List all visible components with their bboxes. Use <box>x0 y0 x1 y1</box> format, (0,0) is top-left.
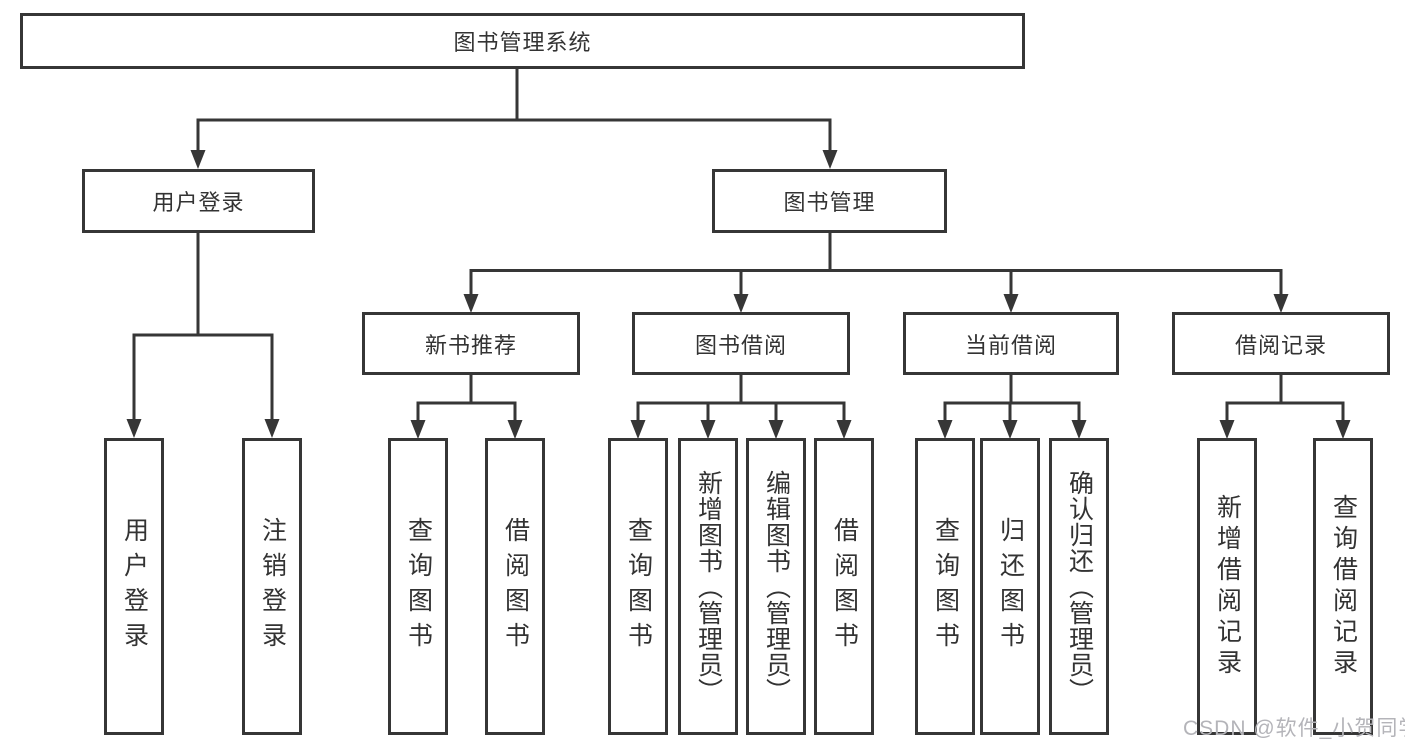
leaf-add-borrow-record: 新增借阅记录 <box>1197 438 1257 735</box>
node-borrowing-records-label: 借阅记录 <box>1234 332 1327 358</box>
node-user-login: 用户登录 <box>82 169 315 233</box>
leaf-add-books-admin: 新增图书（管理员） <box>678 438 738 735</box>
leaf-add-borrow-record-label: 新增借阅记录 <box>1213 493 1242 680</box>
connector-user-login-children <box>126 233 280 438</box>
leaf-borrow-books-2: 借阅图书 <box>814 438 874 735</box>
node-current-borrowing-label: 当前借阅 <box>964 332 1057 358</box>
leaf-edit-books-admin-label: 编辑图书（管理员） <box>762 469 791 704</box>
node-book-borrowing: 图书借阅 <box>632 312 850 375</box>
leaf-user-login: 用户登录 <box>104 438 164 735</box>
node-new-book-recommendation-label: 新书推荐 <box>424 332 517 358</box>
leaf-query-books-3: 查询图书 <box>915 438 975 735</box>
connector-book-borrowing-children <box>630 375 852 439</box>
connector-root-to-level2 <box>190 68 838 169</box>
watermark-text: CSDN @软件_小贺同学 <box>1183 717 1405 740</box>
connector-current-borrowing-children <box>937 375 1087 439</box>
leaf-query-borrow-record-label: 查询借阅记录 <box>1329 493 1358 680</box>
node-new-book-recommendation: 新书推荐 <box>362 312 580 375</box>
leaf-logout-label: 注销登录 <box>258 516 287 657</box>
leaf-return-books: 归还图书 <box>980 438 1040 735</box>
leaf-query-books-3-label: 查询图书 <box>931 516 960 657</box>
leaf-confirm-return-admin: 确认归还（管理员） <box>1049 438 1109 735</box>
leaf-edit-books-admin: 编辑图书（管理员） <box>746 438 806 735</box>
leaf-return-books-label: 归还图书 <box>996 516 1025 657</box>
node-root-label: 图书管理系统 <box>453 30 592 55</box>
leaf-query-books-1-label: 查询图书 <box>404 516 433 657</box>
node-root: 图书管理系统 <box>20 13 1025 69</box>
connector-borrowing-records-children <box>1219 375 1351 439</box>
leaf-query-books-1: 查询图书 <box>388 438 448 735</box>
leaf-logout: 注销登录 <box>242 438 302 735</box>
leaf-query-books-2: 查询图书 <box>608 438 668 735</box>
leaf-query-books-2-label: 查询图书 <box>624 516 653 657</box>
connector-new-books-children <box>410 375 523 439</box>
leaf-add-books-admin-label: 新增图书（管理员） <box>694 469 723 704</box>
node-book-management: 图书管理 <box>712 169 947 233</box>
node-current-borrowing: 当前借阅 <box>903 312 1119 375</box>
node-book-borrowing-label: 图书借阅 <box>694 332 787 358</box>
node-borrowing-records: 借阅记录 <box>1172 312 1390 375</box>
leaf-confirm-return-admin-label: 确认归还（管理员） <box>1065 469 1094 704</box>
leaf-borrow-books-1-label: 借阅图书 <box>501 516 530 657</box>
leaf-query-borrow-record: 查询借阅记录 <box>1313 438 1373 735</box>
leaf-borrow-books-2-label: 借阅图书 <box>830 516 859 657</box>
leaf-borrow-books-1: 借阅图书 <box>485 438 545 735</box>
node-user-login-label: 用户登录 <box>152 190 245 215</box>
node-book-management-label: 图书管理 <box>783 190 876 215</box>
leaf-user-login-label: 用户登录 <box>120 516 149 657</box>
connector-book-management-children <box>463 233 1289 313</box>
